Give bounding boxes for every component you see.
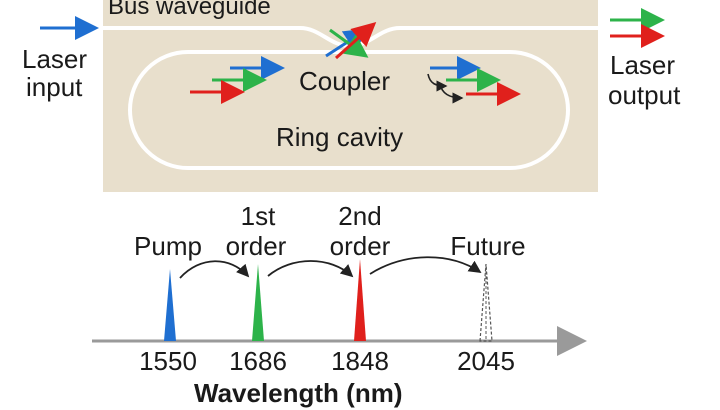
laser-input-label-line2: input xyxy=(26,72,83,102)
tick-label-1686: 1686 xyxy=(229,346,287,376)
peak-pump xyxy=(164,269,176,341)
coupler-arrow-red xyxy=(334,21,377,60)
tick-label-1848: 1848 xyxy=(331,346,389,376)
coupler-arrow-green xyxy=(329,28,369,58)
coupler-label: Coupler xyxy=(299,66,391,96)
ring-curl-arrow-2 xyxy=(439,83,464,104)
tick-label-2045: 2045 xyxy=(457,346,515,376)
ring-curl-arrow-1 xyxy=(427,73,448,92)
peak-label-1st-order: order xyxy=(225,231,287,261)
peak-label-2nd: 2nd xyxy=(338,201,382,231)
laser-input-label-line1: Laser xyxy=(22,44,88,74)
peak-label-future: Future xyxy=(450,231,526,261)
peak-2nd-order xyxy=(354,259,366,341)
laser-output-label-line1: Laser xyxy=(610,50,676,80)
laser-output-label-line2: output xyxy=(608,80,681,110)
peak-label-1st: 1st xyxy=(240,201,276,231)
wavelength-axis-title: Wavelength (nm) xyxy=(194,378,403,408)
peak-label-2nd-order: order xyxy=(329,231,391,261)
hop-arrow-2 xyxy=(267,260,354,278)
peak-1st-order xyxy=(252,264,264,341)
tick-label-1550: 1550 xyxy=(139,346,197,376)
peak-label-pump: Pump xyxy=(134,231,202,261)
hop-arrow-1 xyxy=(179,260,250,279)
ring-cavity-label: Ring cavity xyxy=(276,122,404,152)
peak-future xyxy=(479,263,493,342)
bus-waveguide-label: Bus waveguide xyxy=(108,0,271,20)
hop-arrow-3 xyxy=(369,256,482,275)
